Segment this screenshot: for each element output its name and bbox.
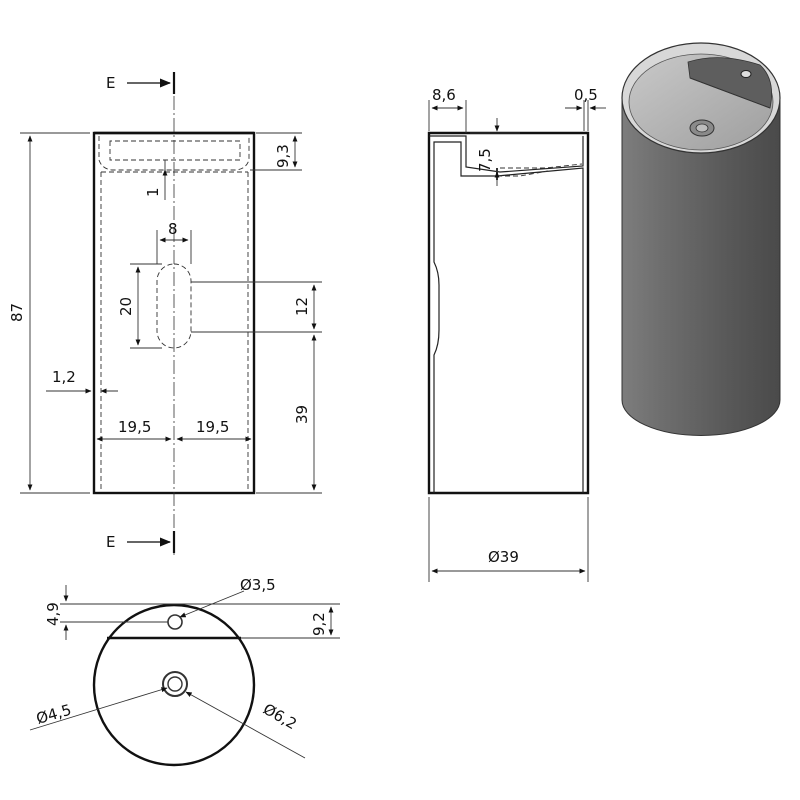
section-outline xyxy=(427,131,590,495)
basin-hidden-outline xyxy=(98,136,250,171)
top-view: 4,9 Ø3,5 9,2 Ø4,5 Ø6,2 xyxy=(29,576,340,767)
tap-hole-icon xyxy=(740,70,752,78)
dim-basin-depth: 7,5 xyxy=(476,148,494,172)
dim-half-left: 19,5 xyxy=(118,418,151,436)
section-view: 8,6 0,5 7,5 Ø39 xyxy=(427,86,606,582)
basin-inner-hidden xyxy=(109,140,241,161)
section-marker-top: E xyxy=(106,74,115,92)
tap-hole xyxy=(167,614,183,630)
dim-bottom-gap: 1 xyxy=(144,187,162,197)
dim-slot-width: 8 xyxy=(168,220,178,238)
dim-drain-outer: Ø6,2 xyxy=(260,700,300,733)
dim-slot-offset: 12 xyxy=(293,297,311,316)
dim-top-depth: 9,3 xyxy=(274,144,292,168)
dim-tap-hole: Ø3,5 xyxy=(240,576,276,594)
dim-shelf-width: 8,6 xyxy=(432,86,456,104)
isometric-render xyxy=(621,42,781,436)
cylinder-body xyxy=(621,97,781,436)
top-view-outline xyxy=(92,603,256,767)
drain-inner xyxy=(167,676,183,692)
dim-shelf-depth: 9,2 xyxy=(310,612,328,636)
front-view: E E 87 9,3 1 8 20 12 xyxy=(8,72,322,555)
dim-rim: 0,5 xyxy=(574,86,598,104)
dim-slot-height: 20 xyxy=(117,297,135,316)
dim-slot-bottom: 39 xyxy=(293,405,311,424)
dim-drain-inner: Ø4,5 xyxy=(34,701,73,728)
dim-half-right: 19,5 xyxy=(196,418,229,436)
section-marker-bottom: E xyxy=(106,533,115,551)
dim-tap-offset: 4,9 xyxy=(44,602,62,626)
dim-diameter: Ø39 xyxy=(488,548,519,566)
dim-wall: 1,2 xyxy=(52,368,76,386)
dim-height: 87 xyxy=(8,303,26,322)
drain-outer xyxy=(162,671,188,697)
tap-shelf xyxy=(687,57,773,109)
